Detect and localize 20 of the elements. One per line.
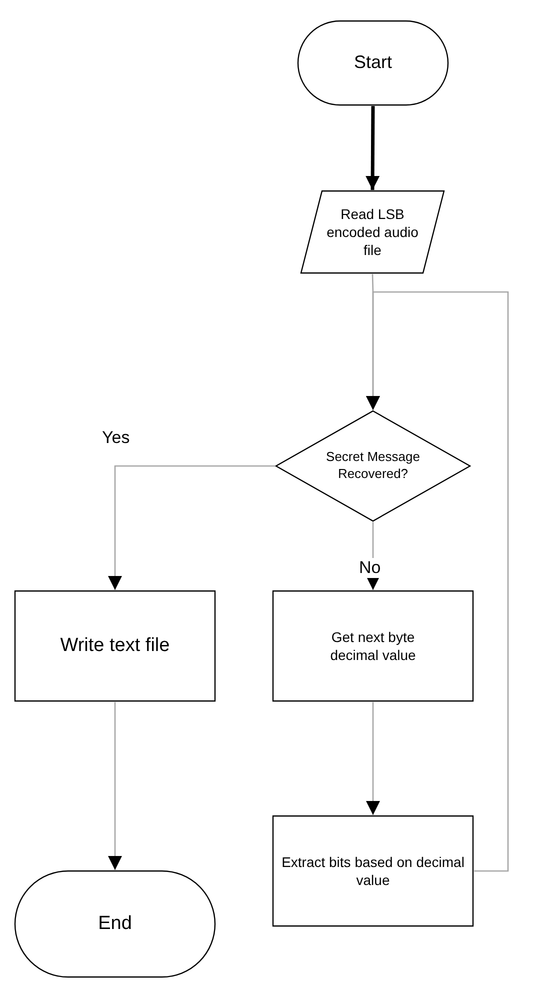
edge-label: No — [357, 558, 383, 578]
node-label: Read LSB encoded audio file — [326, 204, 420, 260]
arrow — [366, 702, 380, 815]
arrow — [108, 702, 122, 870]
terminal-node — [297, 20, 449, 106]
terminal-node — [14, 870, 216, 978]
arrow — [366, 106, 380, 190]
node-label: Get next byte decimal value — [329, 628, 417, 664]
node-label: Secret Message Recovered? — [325, 449, 421, 483]
process-box — [14, 590, 216, 702]
process-box — [272, 815, 474, 927]
node-label: Start — [354, 51, 392, 74]
node-label: End — [98, 912, 132, 936]
node-label: Extract bits based on decimal value — [280, 852, 466, 890]
arrow — [108, 465, 275, 590]
process-box — [272, 590, 474, 702]
arrow — [366, 291, 509, 872]
node-label: Write text file — [60, 634, 170, 658]
decision-diamond — [275, 410, 471, 522]
input-output-node — [300, 190, 445, 274]
